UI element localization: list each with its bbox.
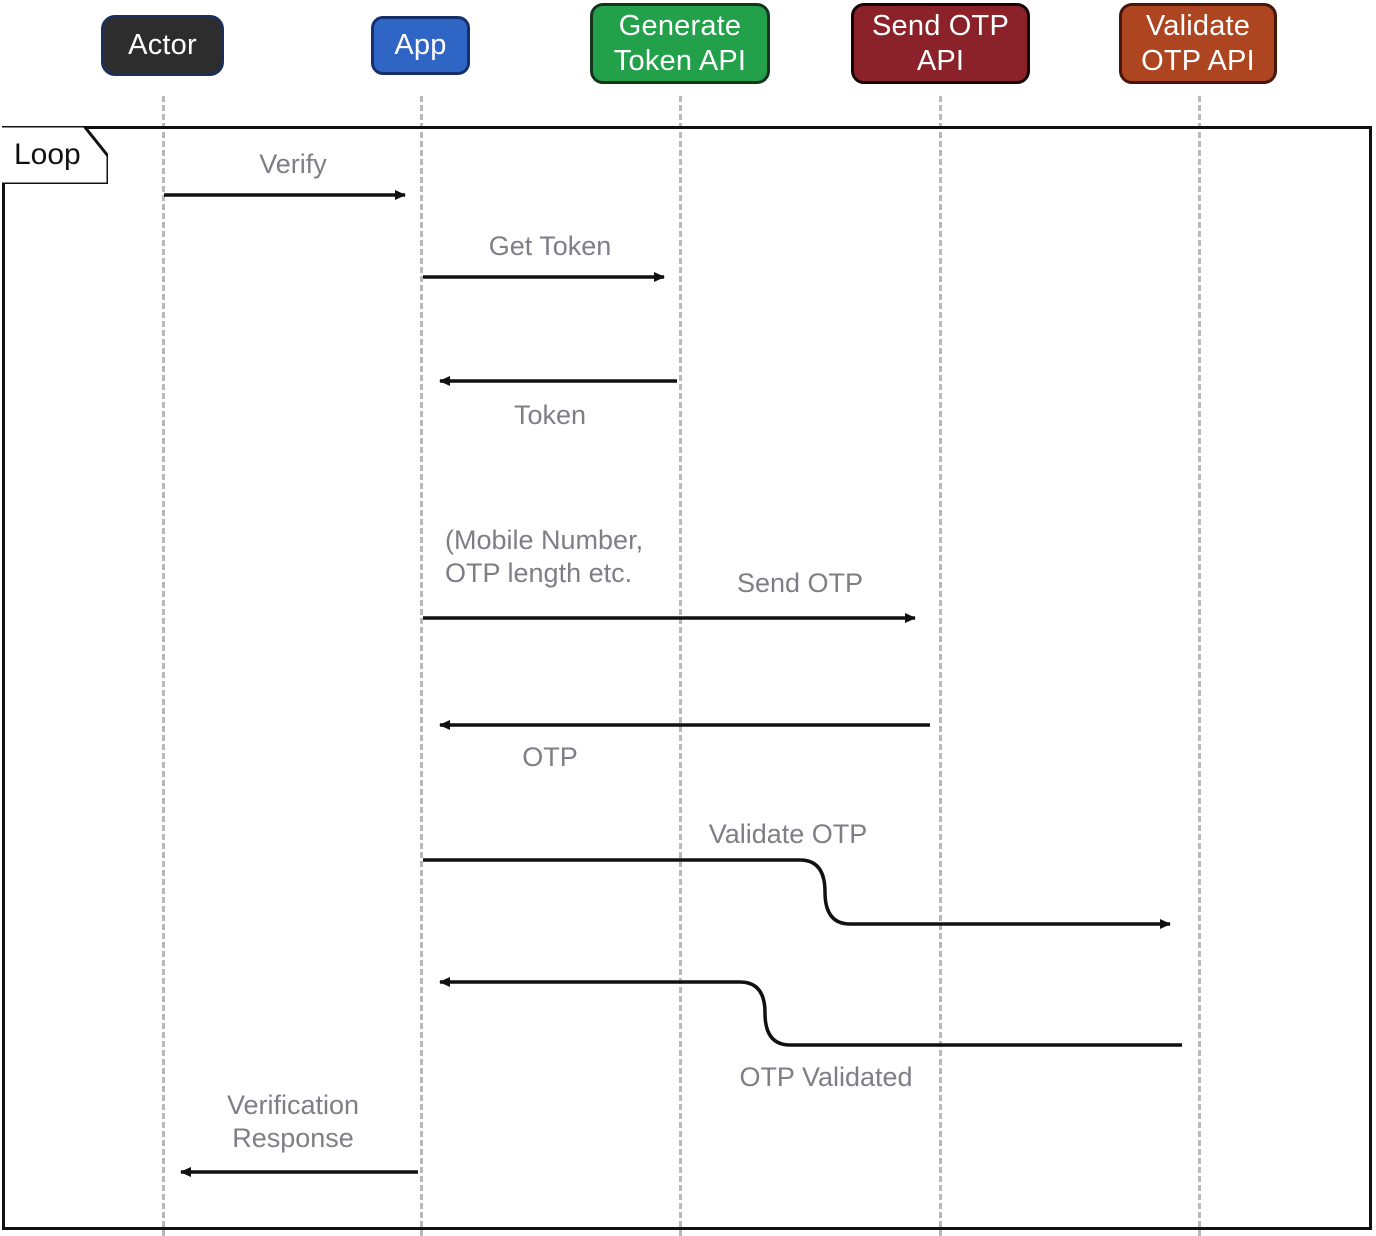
label-verify: Verify: [259, 149, 327, 179]
loop-frame: [2, 126, 1372, 1230]
participant-generate-token-api[interactable]: Generate Token API: [590, 3, 770, 84]
label-send-otp: Send OTP: [736, 568, 864, 598]
participant-validate-otp-api[interactable]: Validate OTP API: [1119, 3, 1277, 84]
participant-validate-otp-api-label: Validate OTP API: [1141, 10, 1255, 77]
label-get-token: Get Token: [488, 231, 612, 261]
label-token: Token: [513, 400, 587, 430]
participant-actor[interactable]: Actor: [101, 15, 224, 76]
participant-actor-label: Actor: [128, 29, 197, 62]
lifeline-validate-otp-api: [1198, 96, 1201, 1236]
participant-generate-token-api-label: Generate Token API: [613, 10, 747, 77]
loop-label-text: Loop: [14, 138, 81, 171]
participant-send-otp-api[interactable]: Send OTP API: [851, 3, 1030, 84]
label-mobile-number-otp-length: (Mobile Number, OTP length etc.: [445, 525, 644, 588]
label-otp-validated: OTP Validated: [739, 1062, 913, 1092]
label-otp: OTP: [522, 742, 578, 772]
label-verification-response: Verification Response: [226, 1090, 360, 1153]
lifeline-app: [420, 96, 423, 1236]
lifeline-send-otp-api: [939, 96, 942, 1236]
participant-send-otp-api-label: Send OTP API: [872, 10, 1009, 77]
participant-app-label: App: [394, 29, 447, 62]
label-validate-otp: Validate OTP: [708, 819, 868, 849]
participant-app[interactable]: App: [371, 16, 470, 75]
lifeline-actor: [162, 96, 165, 1236]
lifeline-generate-token-api: [679, 96, 682, 1236]
